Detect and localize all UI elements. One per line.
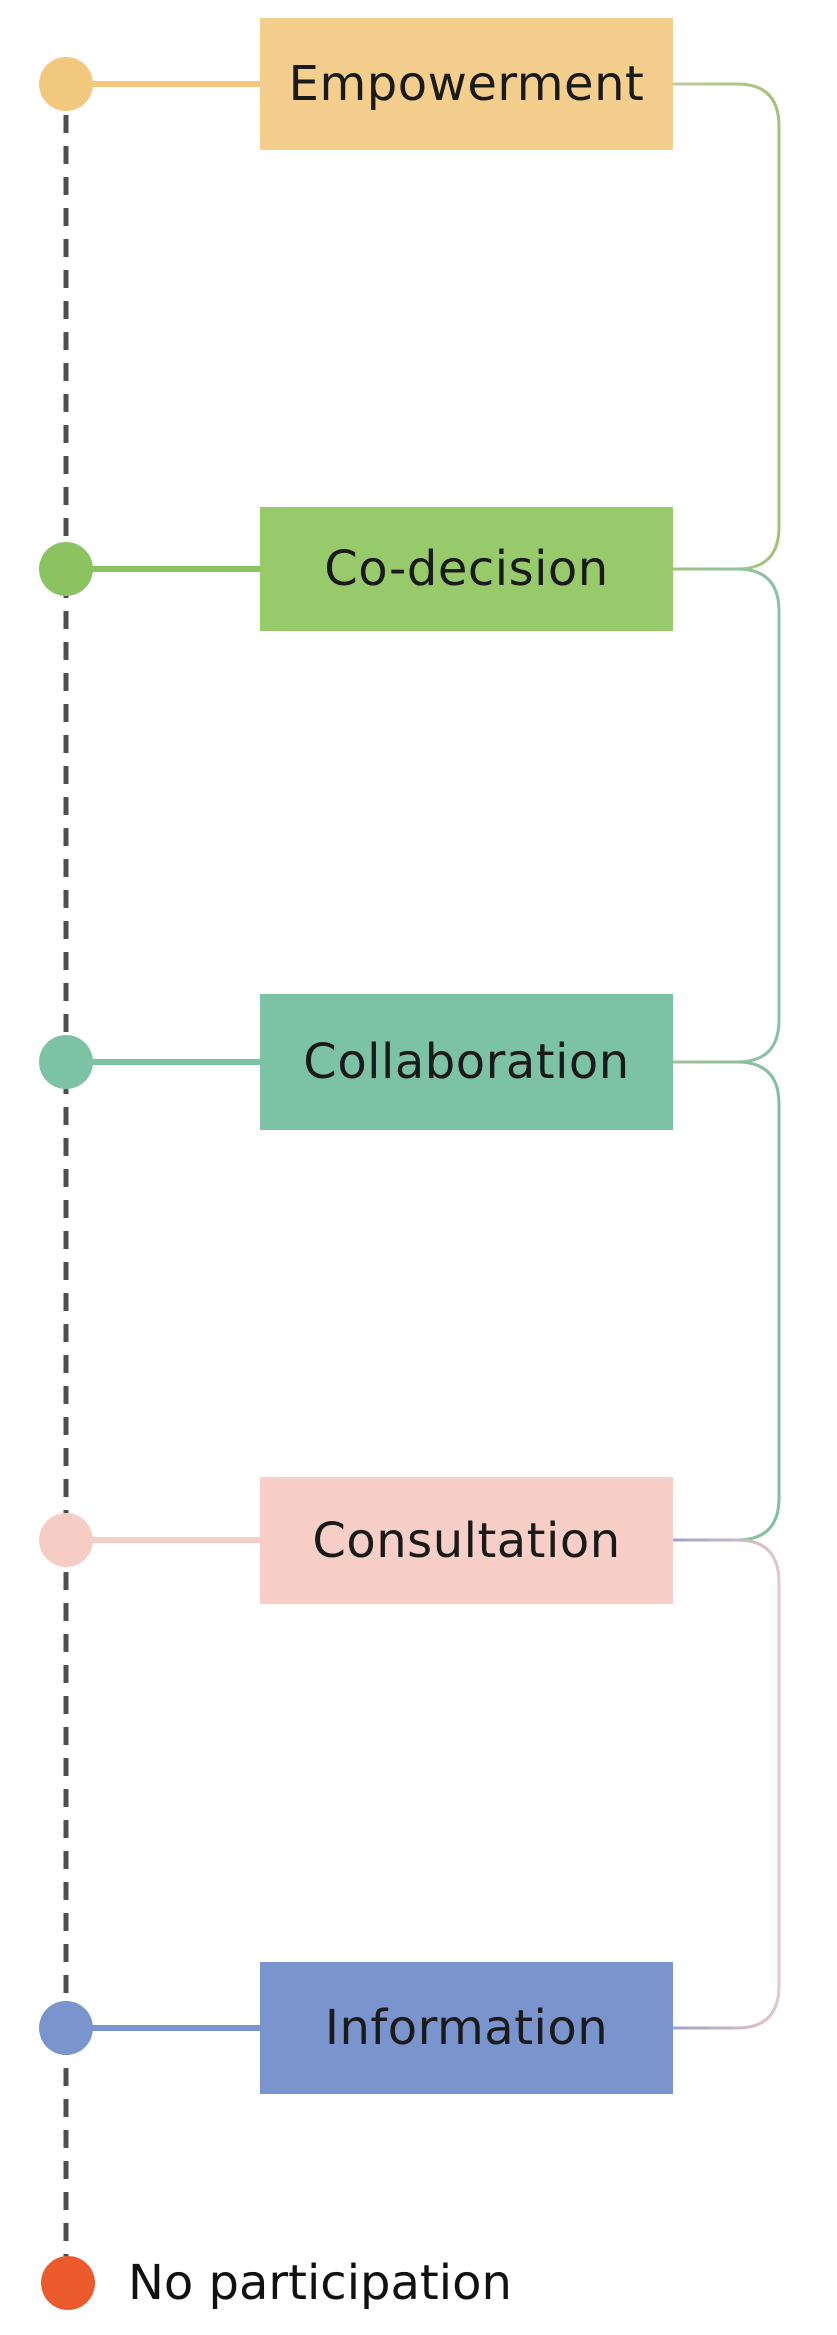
connector-collaboration-consultation xyxy=(670,1060,781,1542)
collaboration-line xyxy=(66,1059,266,1065)
connector-empowerment-co-decision xyxy=(670,82,781,571)
empowerment-box: Empowerment xyxy=(260,18,673,150)
co-decision-box: Co-decision xyxy=(260,507,673,631)
collaboration-box: Collaboration xyxy=(260,994,673,1130)
no-participation-label: No participation xyxy=(128,2255,512,2311)
connector-co-decision-collaboration xyxy=(670,567,781,1064)
level-no-participation: No participation xyxy=(0,2255,837,2314)
information-line xyxy=(66,2025,266,2031)
empowerment-line xyxy=(66,81,266,87)
information-box: Information xyxy=(260,1962,673,2094)
consultation-box: Consultation xyxy=(260,1477,673,1604)
co-decision-line xyxy=(66,566,266,572)
connector-consultation-information xyxy=(670,1538,781,2030)
no-participation-dot xyxy=(41,2256,95,2310)
consultation-line xyxy=(66,1537,266,1543)
